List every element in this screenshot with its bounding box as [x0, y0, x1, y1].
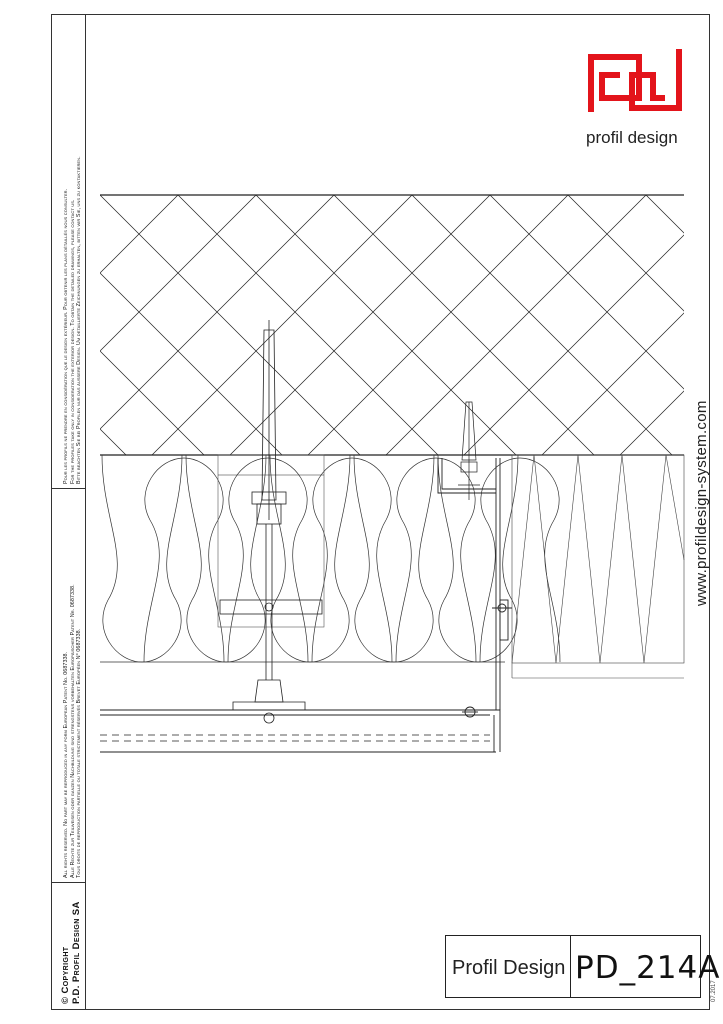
drawing-date: 07.2017 [711, 980, 717, 1002]
insulation-lobe [311, 457, 393, 663]
hatch-line [229, 195, 491, 455]
title-code-cell: PD_214A [570, 935, 719, 998]
hatch-line [489, 195, 684, 390]
hatch-line [100, 195, 361, 455]
hatch-line [619, 390, 684, 455]
hatch-line [100, 272, 283, 455]
facade-panel [511, 454, 685, 679]
right-anchor [458, 401, 480, 500]
hatch-line [100, 195, 335, 430]
insulation-lobe [101, 454, 183, 663]
hatch-line [100, 350, 205, 455]
hatch-line [645, 195, 684, 234]
hatch-line [541, 312, 684, 455]
hatch-line [0, 195, 48, 455]
edge-profile [437, 458, 512, 718]
insulation-lobe [437, 454, 519, 663]
title-block: Profil Design PD_214A [445, 935, 719, 998]
insulation-lobe [143, 457, 225, 663]
hatch-line [100, 195, 179, 274]
hatch-line [100, 195, 257, 352]
ceiling-panel [100, 709, 501, 753]
hatch-line [307, 195, 569, 455]
title-company-cell: Profil Design [445, 935, 571, 998]
insulation-lobe [227, 457, 309, 663]
drawing-code: PD_214A [575, 950, 721, 986]
hatch-line [385, 195, 647, 455]
page-frame [51, 14, 710, 1010]
website-url[interactable]: www.profildesign-system.com [693, 400, 710, 606]
logo-text: profil design [586, 128, 678, 147]
logo-mark [588, 49, 682, 112]
hanger-assembly [217, 320, 325, 724]
hatch-line [177, 195, 439, 455]
insulation-lobe [185, 454, 267, 663]
insulation-lobe [479, 457, 561, 663]
insulation-lobe [353, 454, 435, 663]
concrete-slab [0, 194, 684, 456]
hatch-line [567, 195, 684, 312]
company-name: Profil Design [452, 957, 566, 979]
insulation-lobe [395, 457, 477, 663]
hatch-line [463, 234, 684, 455]
hatch-line [333, 195, 595, 455]
insulation-lobe [269, 454, 351, 663]
sidebar-divider [51, 488, 86, 489]
sidebar [51, 14, 86, 1010]
insulation-layer [100, 454, 561, 663]
hatch-line [151, 195, 413, 455]
hatch-line [100, 195, 101, 196]
hatch-line [0, 195, 22, 455]
hatch-line [411, 195, 673, 455]
hatch-line [100, 428, 127, 455]
sidebar-divider [51, 882, 86, 883]
